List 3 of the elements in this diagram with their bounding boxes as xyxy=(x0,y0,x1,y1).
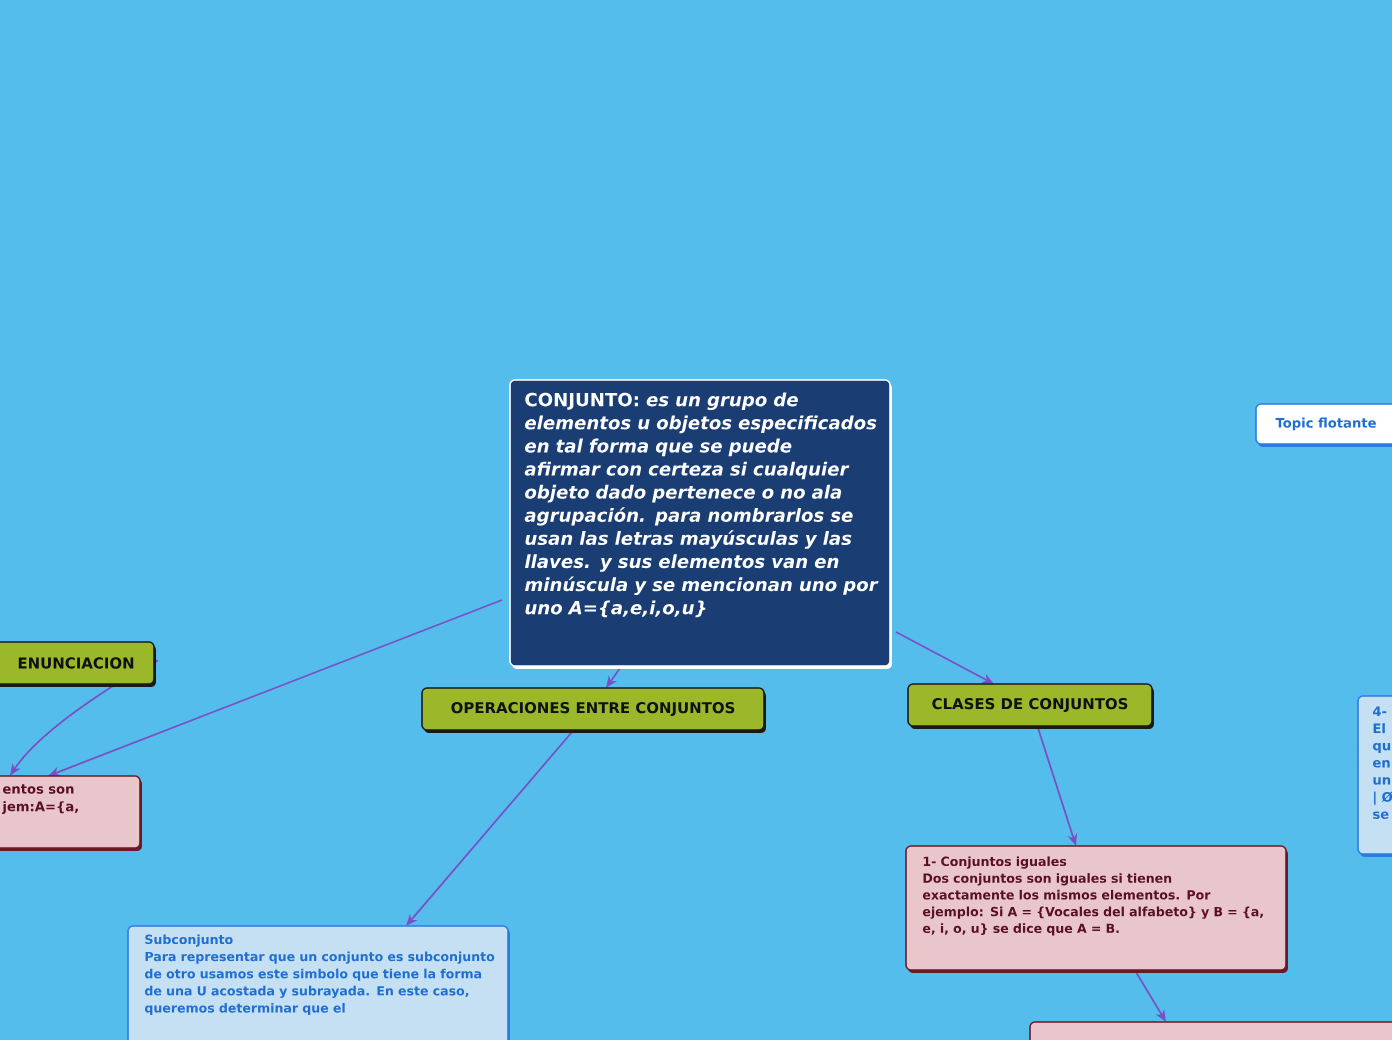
arrow xyxy=(406,731,573,926)
main-topic-box: CONJUNTO: es un grupo de elementos u objetos especificados en tal forma que se puede afirmar con certeza si cualquier objeto dado pertenece o no ala agrupación. para nombrarlos se usan las letras mayúsculas y las llaves. y sus elementos van en minúscula y se mencionan uno por uno A={a,e,i,o,u} xyxy=(509,379,892,669)
subtopic-box xyxy=(1029,1021,1392,1040)
